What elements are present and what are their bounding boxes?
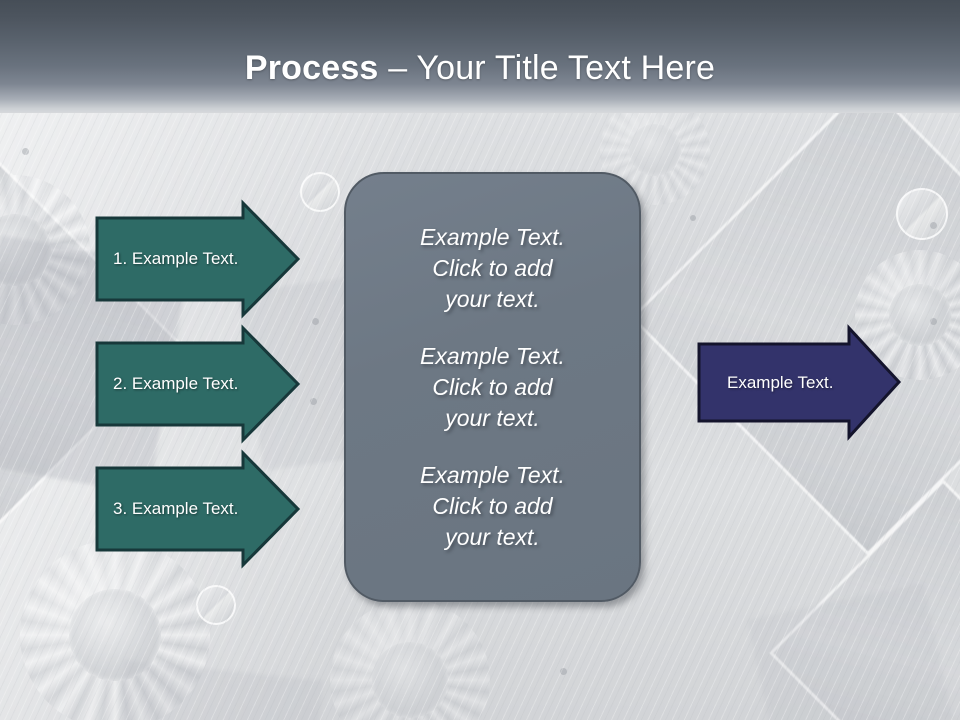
background-disc-right — [896, 188, 948, 240]
background-disc-top-left — [300, 172, 340, 212]
background-dot-5 — [930, 318, 937, 325]
center-text-block-2: Example Text. Click to add your text. — [420, 342, 565, 431]
arrow-right-icon — [697, 324, 902, 441]
center-content-box[interactable]: Example Text. Click to add your text. Ex… — [344, 172, 641, 602]
page-title: Process – Your Title Text Here — [0, 48, 960, 88]
background-dot-1 — [22, 148, 29, 155]
center-text-block-3: Example Text. Click to add your text. — [420, 461, 565, 550]
process-step-arrow-3[interactable]: 3. Example Text. — [95, 449, 301, 569]
arrow-right-icon — [95, 199, 301, 319]
background-dot-3 — [310, 398, 317, 405]
header-band — [0, 0, 960, 113]
background-gear-bottom-left — [20, 540, 210, 720]
result-arrow-label: Example Text. — [727, 372, 834, 392]
process-step-arrow-2[interactable]: 2. Example Text. — [95, 324, 301, 444]
background-dot-2 — [312, 318, 319, 325]
process-step-arrow-2-label: 2. Example Text. — [113, 374, 239, 393]
page-title-rest: – Your Title Text Here — [378, 49, 716, 87]
page-title-strong: Process — [244, 49, 379, 87]
background-dot-6 — [690, 215, 696, 221]
background-dot-4 — [930, 222, 937, 229]
result-arrow[interactable]: Example Text. — [697, 324, 902, 441]
arrow-right-icon — [95, 324, 301, 444]
center-text-block-1: Example Text. Click to add your text. — [420, 223, 565, 312]
process-step-arrow-1-label: 1. Example Text. — [113, 249, 239, 268]
background-dot-7 — [560, 668, 567, 675]
background-disc-bottom-left — [196, 585, 236, 625]
arrow-right-icon — [95, 449, 301, 569]
process-step-arrow-3-label: 3. Example Text. — [113, 499, 239, 518]
background-gear-bottom-center — [330, 600, 490, 720]
process-step-arrow-1[interactable]: 1. Example Text. — [95, 199, 301, 319]
